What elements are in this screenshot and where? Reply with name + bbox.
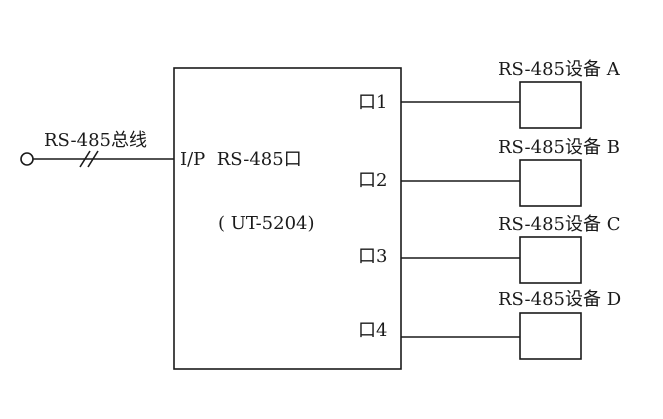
device-box-c (519, 236, 582, 284)
hub-model-label: ( UT-5204) (218, 213, 315, 234)
port-label-4: 口4 (358, 320, 387, 341)
hub-box (173, 67, 402, 370)
device-box-a (519, 81, 582, 129)
bus-label: RS-485总线 (44, 130, 147, 151)
device-box-d (519, 312, 582, 360)
port-label-3: 口3 (358, 246, 387, 267)
bus-slash-2 (87, 150, 99, 168)
device-label-a: RS-485设备 A (498, 59, 621, 80)
port-label-1: 口1 (358, 92, 387, 113)
hub-input-label: I/P RS-485口 (180, 149, 302, 170)
device-box-b (519, 159, 582, 207)
device-label-b: RS-485设备 B (498, 137, 620, 158)
bus-slash-1 (79, 150, 91, 168)
device-label-c: RS-485设备 C (498, 214, 620, 235)
bus-terminal-circle (20, 152, 34, 166)
port-label-2: 口2 (358, 170, 387, 191)
device-label-d: RS-485设备 D (498, 289, 621, 310)
